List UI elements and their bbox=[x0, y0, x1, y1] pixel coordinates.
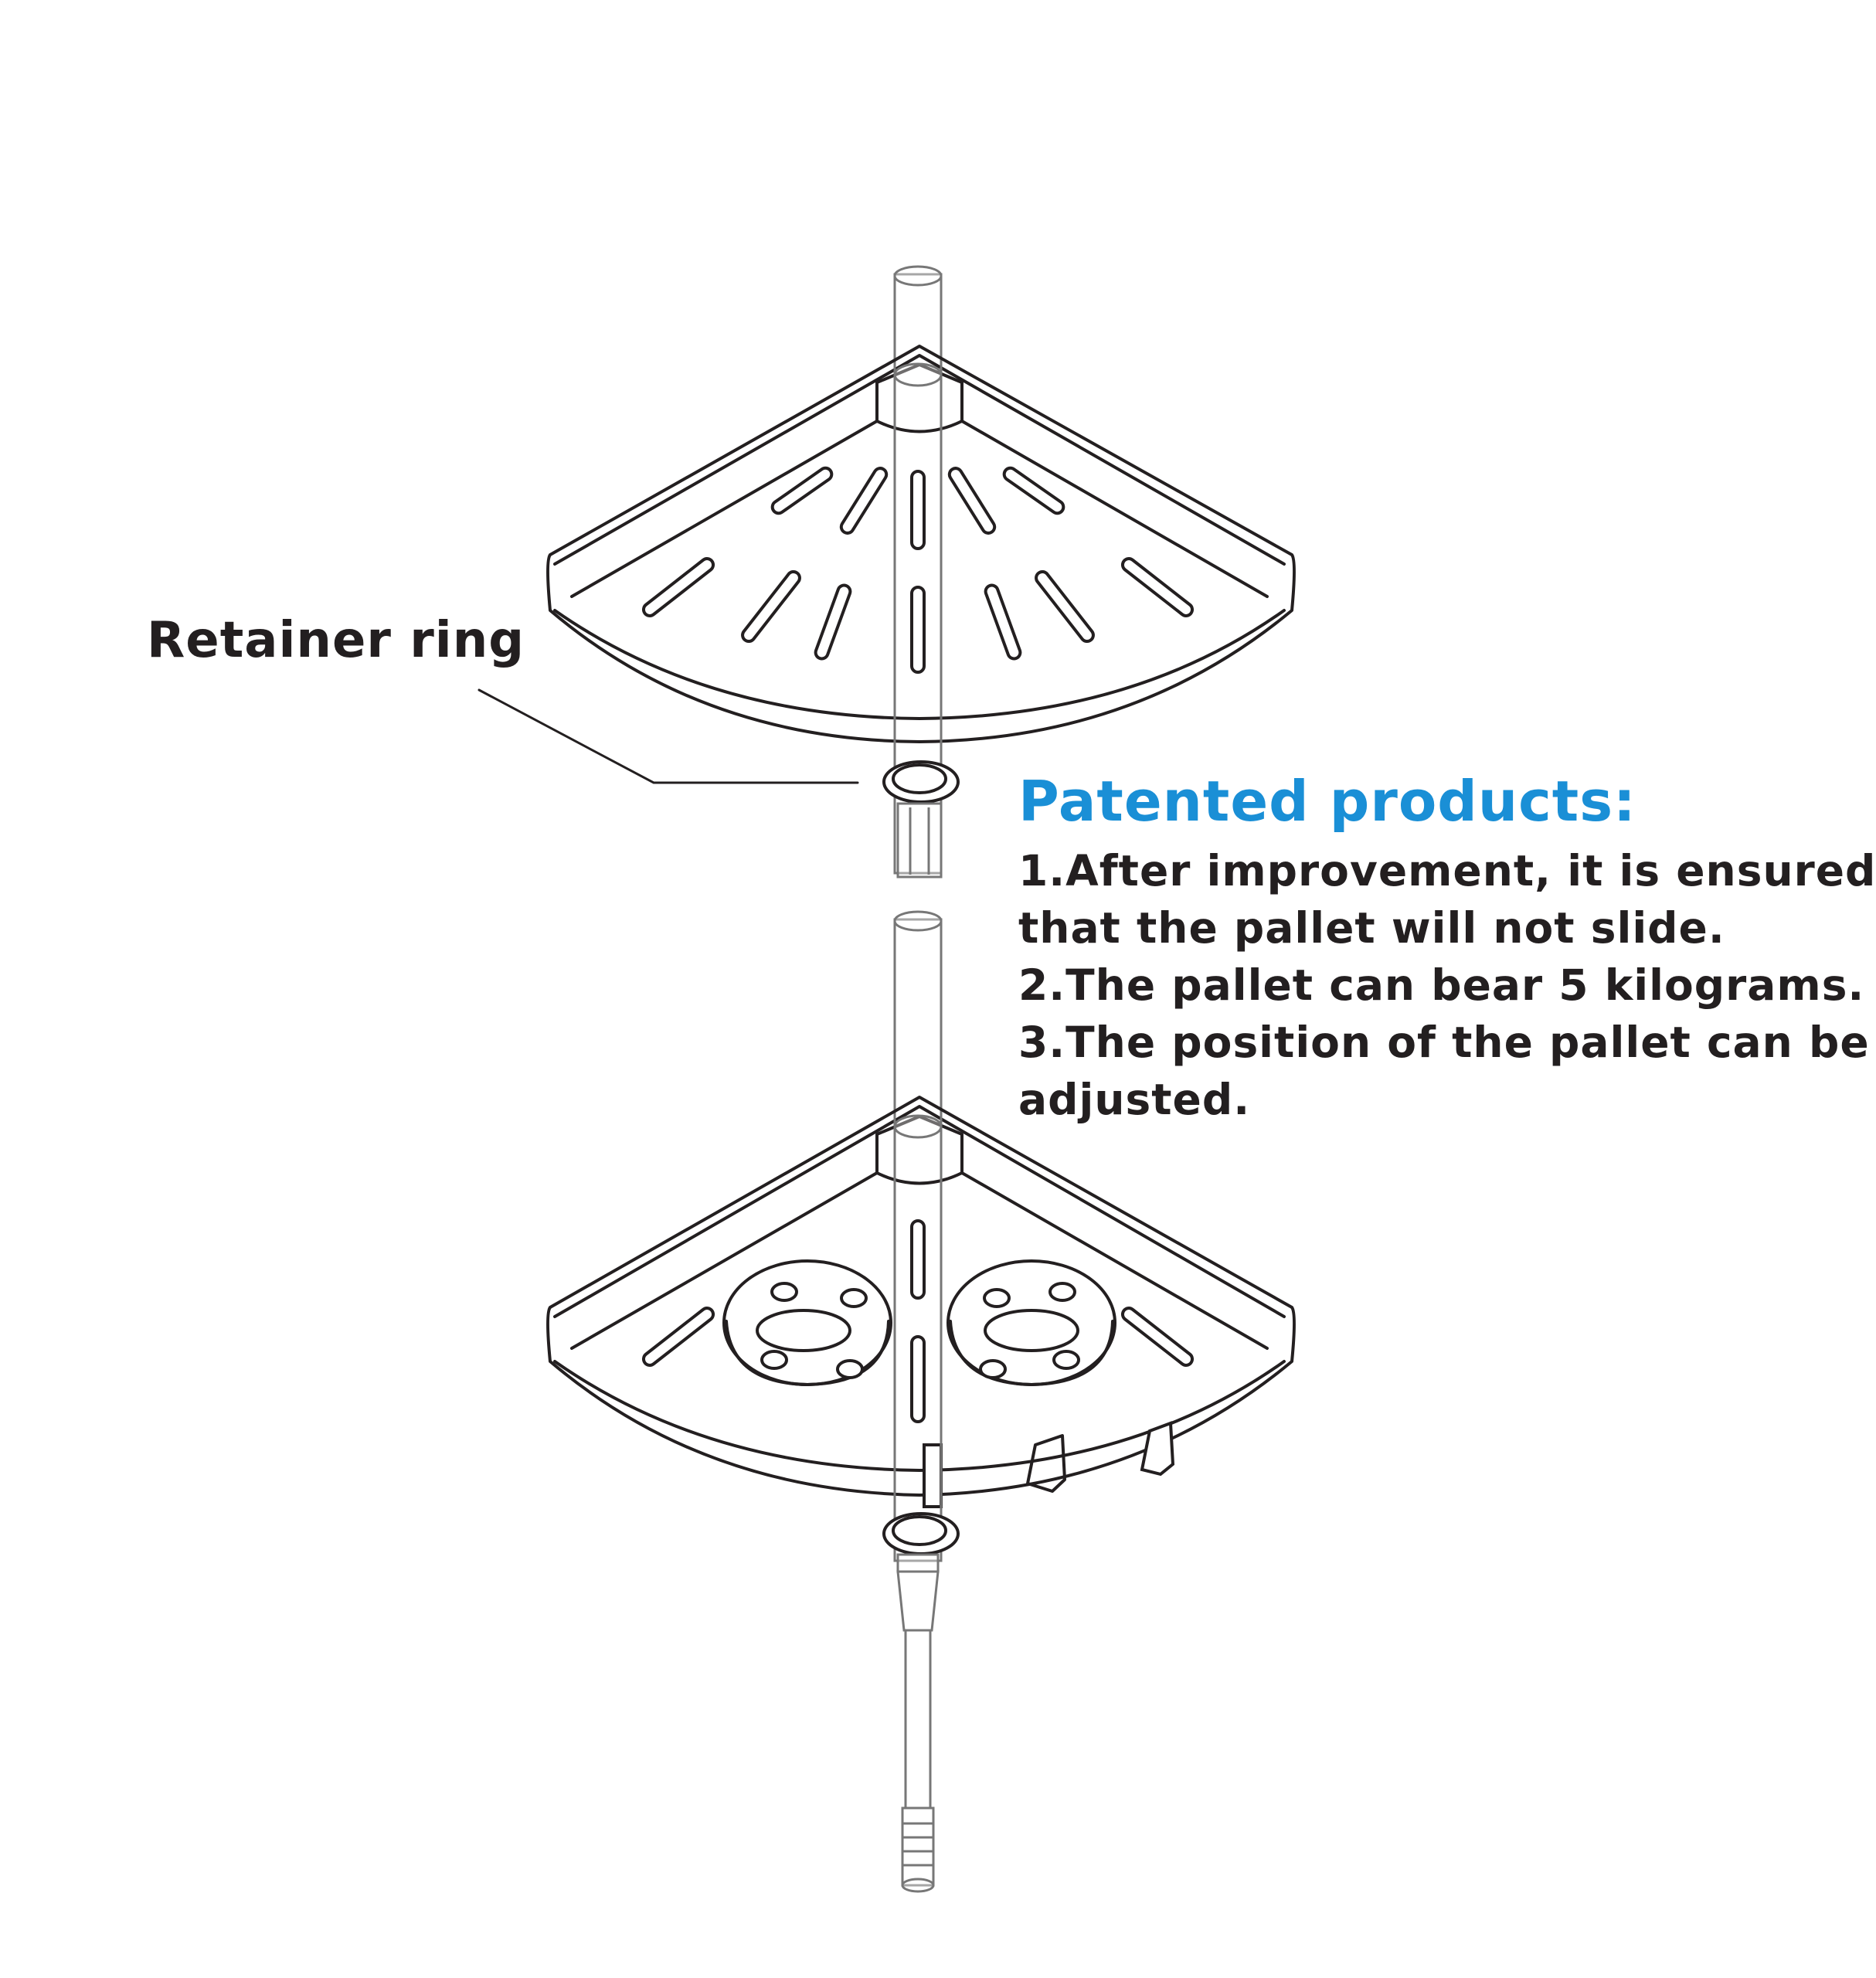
soap-dish-left bbox=[722, 1259, 892, 1386]
notes-heading: Patented products: bbox=[1018, 769, 1636, 834]
upper-shelf bbox=[546, 345, 1296, 743]
note-line: that the pallet will not slide. bbox=[1018, 903, 1725, 953]
lower-pole-front bbox=[893, 1114, 943, 1561]
lower-retainer-ring bbox=[882, 1512, 960, 1555]
callout-leader bbox=[477, 688, 859, 784]
retainer-ring-label: Retainer ring bbox=[147, 612, 525, 669]
note-line: adjusted. bbox=[1018, 1075, 1251, 1124]
notes-list: 1.After improvement, it is ensured that … bbox=[1018, 842, 1876, 1128]
note-line: 3.The position of the pallet can be bbox=[1018, 1018, 1870, 1067]
note-line: 2.The pallet can bear 5 kilograms. bbox=[1018, 960, 1865, 1010]
upper-retainer-ring bbox=[882, 760, 960, 879]
note-line: 1.After improvement, it is ensured bbox=[1018, 846, 1876, 896]
soap-dish-right bbox=[946, 1259, 1116, 1386]
rim-hooks bbox=[923, 1421, 1175, 1508]
adjustable-foot bbox=[896, 1553, 940, 1893]
lower-shelf bbox=[546, 1096, 1296, 1508]
